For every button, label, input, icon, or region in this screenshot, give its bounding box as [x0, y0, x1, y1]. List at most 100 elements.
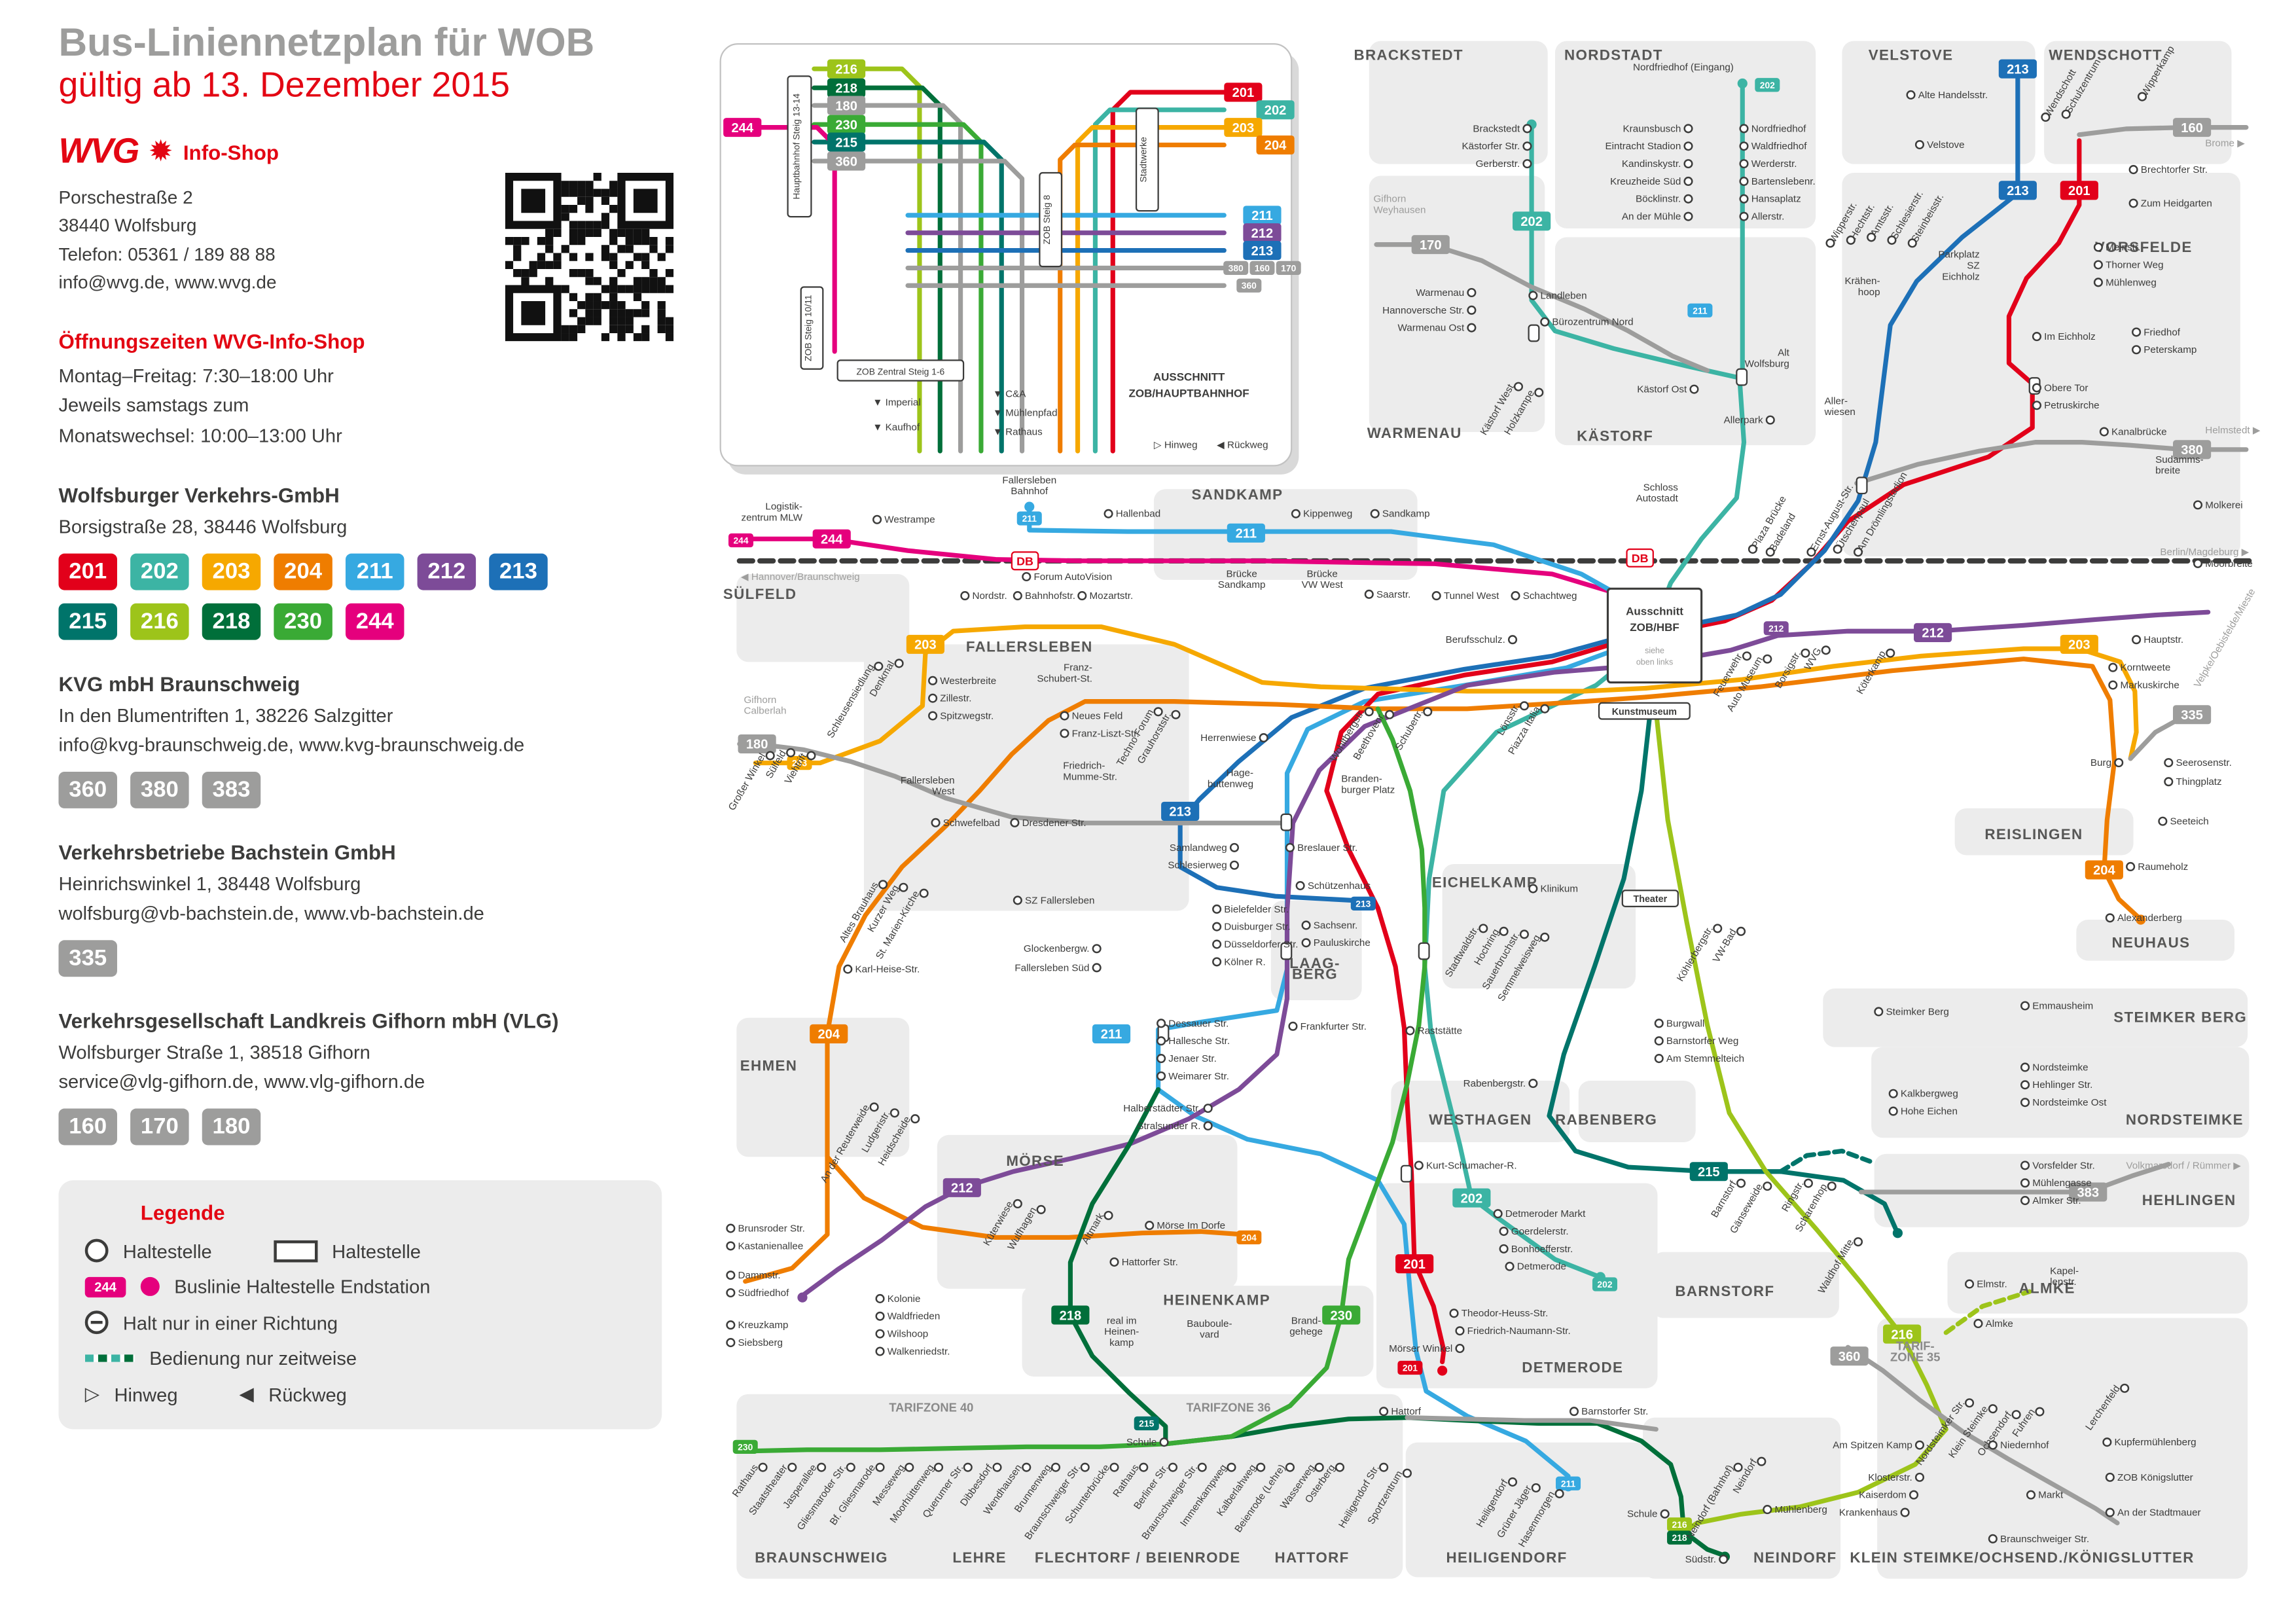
line-badge-244 [728, 533, 754, 548]
legend-label: Rückweg [268, 1383, 347, 1406]
address-line: 38440 Wolfsburg [58, 215, 197, 236]
qr-module [593, 317, 601, 325]
line-badge-text: 202 [1520, 215, 1543, 229]
stop-label: Elmstr. [1977, 1278, 2007, 1290]
map-label: EICHELKAMP [1432, 875, 1537, 891]
qr-module [569, 333, 578, 342]
district-zone [1270, 900, 1362, 1001]
stop-dot [1493, 1209, 1503, 1219]
stop-label: Jenaer Str. [1168, 1053, 1217, 1064]
stop-label: Frankfurter Str. [1300, 1021, 1367, 1032]
line-215 [1547, 709, 1899, 1233]
stop-dot [1203, 1104, 1213, 1113]
operator-address: wolfsburg@vb-bachstein.de, www.vb-bachst… [58, 901, 484, 924]
endstation-dot [1737, 78, 1748, 89]
stop-dot [758, 1462, 768, 1472]
stop-dot [1507, 1477, 1518, 1487]
stop-box [836, 359, 965, 382]
stop-dot [1431, 591, 1441, 601]
map-label: ◀ Rückweg [1217, 440, 1268, 451]
map-label: Volkmarsdorf / Rümmer ▶ [2126, 1160, 2241, 1171]
stop-label: Siebsberg [738, 1337, 783, 1348]
stop-dot [1867, 232, 1876, 242]
stop-dot [869, 1102, 879, 1112]
qr-module [609, 285, 618, 293]
qr-code [505, 172, 674, 342]
stop-dot [1988, 1404, 1998, 1414]
stop-label: Franz-Schubert-St. [1037, 662, 1092, 685]
line-201 [1110, 90, 1227, 454]
stop-label: Wilshoop [888, 1329, 929, 1340]
stop-label: Seeteich [2170, 816, 2209, 827]
qr-module [609, 301, 618, 310]
stop-dot [1499, 926, 1509, 936]
stop-dot [1528, 884, 1538, 893]
stop-dot [905, 1462, 914, 1472]
map-label: ▼ Rathaus [993, 426, 1043, 437]
stop-dot [1010, 818, 1020, 827]
stop-dot [1013, 895, 1022, 905]
stop-label: Branden-burger Platz [1341, 774, 1395, 796]
qr-module [585, 309, 594, 317]
oneway-stop-icon [84, 1310, 109, 1335]
stop-dot [1528, 291, 1538, 300]
stop-dot [1379, 1462, 1389, 1472]
map-label: Theater [1633, 894, 1667, 905]
qr-module [625, 261, 634, 270]
district-zone [1947, 1252, 2248, 1314]
legend-row: Haltestelle Haltestelle [84, 1239, 636, 1263]
map-label: ZOB Zentral Steig 1-6 [856, 367, 944, 377]
line-badge-216 [1667, 1517, 1693, 1532]
qr-module [665, 317, 674, 325]
qr-module [593, 189, 601, 197]
qr-module [585, 301, 594, 310]
qr-module [561, 189, 569, 197]
line-badge-text: 212 [1768, 623, 1784, 634]
stop-box [1418, 942, 1430, 960]
qr-module [577, 317, 586, 325]
stop-dot [2137, 92, 2147, 101]
stop-dot [1914, 1472, 1925, 1482]
stop-dot [875, 1311, 885, 1321]
stop-label: Mörse Im Dorfe [1157, 1220, 1225, 1231]
qr-module [609, 204, 618, 213]
stop-label: Spitzwegstr. [940, 710, 994, 721]
line-badge-text: 180 [835, 99, 857, 113]
stop-dot [1683, 141, 1693, 151]
qr-module [593, 277, 601, 285]
stop-dot [1739, 124, 1749, 134]
stop-dot [1763, 1182, 1772, 1191]
stop-label: Fallersleben Süd [1014, 962, 1089, 973]
stop-circle-icon [84, 1239, 109, 1263]
stop-dot [1467, 287, 1477, 298]
line-badge-170 [1276, 261, 1301, 276]
hinweg-arrow-icon: ▷ [84, 1382, 100, 1405]
stop-dot [1833, 544, 1842, 554]
stop-label: Mühlengasse [2032, 1178, 2091, 1189]
line-badge-180 [827, 96, 866, 115]
line-218 [1067, 1087, 1726, 1558]
stop-dot [1060, 729, 1069, 738]
stop-dot [1825, 238, 1835, 248]
line-badge-211 [1243, 206, 1282, 225]
map-label: BARNSTORF [1675, 1283, 1774, 1299]
line-badge-180: 180 [202, 1109, 261, 1146]
district-zone [1442, 863, 1636, 989]
stop-dot [1103, 509, 1113, 518]
stop-label: Detmeroder Markt [1505, 1208, 1586, 1219]
line-badge-text: 212 [1251, 226, 1274, 241]
line-badge-215 [1134, 1416, 1159, 1431]
qr-module [641, 253, 650, 261]
district-zone [1153, 489, 1418, 580]
line-badge-201 [1224, 82, 1263, 102]
stop-rect-icon [273, 1240, 317, 1262]
qr-module [569, 221, 578, 229]
line-badge-text: 213 [2007, 184, 2029, 198]
map-label: HATTORF [1274, 1549, 1349, 1566]
qr-module [593, 301, 601, 310]
line-badge-383: 383 [202, 772, 261, 809]
line-badge-230 [732, 1439, 758, 1454]
